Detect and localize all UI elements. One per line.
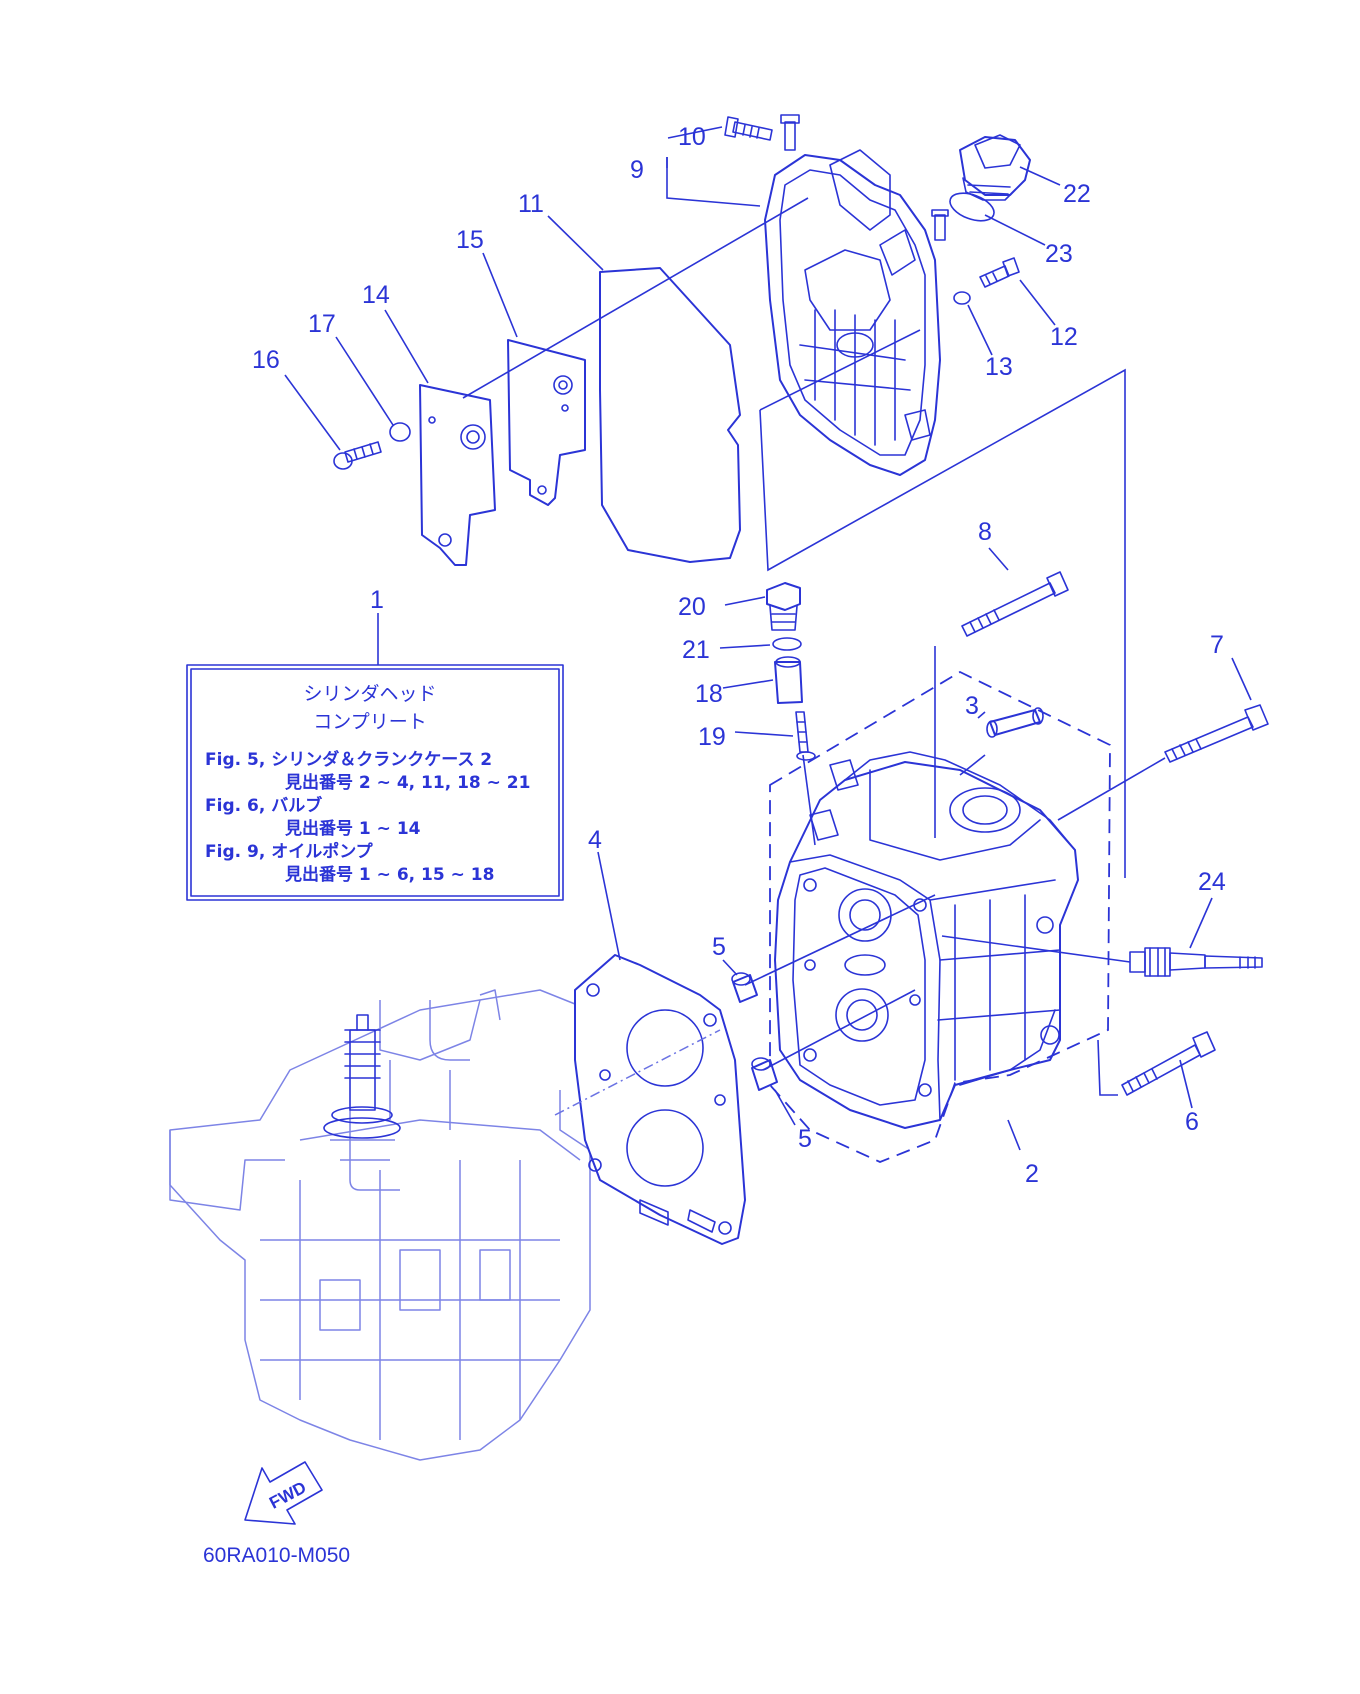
callout-6: 6	[1185, 1108, 1199, 1136]
fwd-label: FWD	[266, 1478, 309, 1513]
screw-16	[333, 441, 382, 470]
plate-14	[419, 384, 496, 566]
callout-3: 3	[965, 692, 979, 720]
dowel-5-upper	[731, 972, 758, 1003]
callout-17: 17	[308, 310, 336, 338]
gasket-11	[599, 267, 741, 563]
o-ring-21	[772, 637, 802, 651]
callout-5-lower: 5	[798, 1125, 812, 1153]
callout-23: 23	[1045, 240, 1073, 268]
oil-filler-cap	[959, 134, 1031, 201]
cylinder-head-cover	[764, 114, 949, 476]
fwd-arrow: FWD	[244, 1461, 323, 1525]
valve-19	[795, 711, 816, 761]
alignment-lines	[462, 197, 1166, 1116]
bolt-7	[1164, 704, 1269, 763]
washer-17	[389, 422, 411, 442]
callout-7: 7	[1210, 631, 1224, 659]
note-line-1: Fig. 5, シリンダ＆クランクケース 2	[205, 749, 492, 770]
callout-20: 20	[678, 593, 706, 621]
callout-4: 4	[588, 826, 602, 854]
callout-13: 13	[985, 353, 1013, 381]
plate-15	[507, 339, 586, 506]
cylinder-head	[774, 751, 1079, 1129]
dowel-pin-3	[986, 707, 1044, 738]
callout-12: 12	[1050, 323, 1078, 351]
cylinder-head-boundary	[769, 670, 1111, 1163]
head-gasket-4	[574, 954, 746, 1245]
callout-18: 18	[695, 680, 723, 708]
callout-8: 8	[978, 518, 992, 546]
spark-plug-24	[1129, 947, 1263, 977]
callout-24: 24	[1198, 868, 1226, 896]
washer-13	[953, 291, 971, 305]
bolt-12	[979, 257, 1020, 288]
callout-15: 15	[456, 226, 484, 254]
o-ring-23	[949, 192, 995, 222]
note-line-6: 見出番号 1 ~ 6, 15 ~ 18	[284, 864, 494, 885]
note-title-line1: シリンダヘッド	[303, 683, 436, 705]
callout-22: 22	[1063, 180, 1091, 208]
callout-5-upper: 5	[712, 933, 726, 961]
callout-1: 1	[370, 586, 384, 614]
note-box: シリンダヘッド コンプリート Fig. 5, シリンダ＆クランクケース 2 見出…	[186, 664, 564, 901]
callout-21: 21	[682, 636, 710, 664]
callout-numbers: 1 2 3 4 5 5 6 7 8 9 10 11 12 13 14 15 16…	[252, 123, 1226, 1188]
bolt-6	[1121, 1031, 1216, 1096]
callout-2: 2	[1025, 1160, 1039, 1188]
callout-leaders	[284, 126, 1252, 1151]
plug-20	[766, 582, 801, 631]
crankcase-ghost	[169, 989, 591, 1461]
bolt-8	[961, 571, 1069, 637]
drawing-code: 60RA010-M050	[203, 1544, 350, 1567]
callout-11: 11	[518, 190, 544, 218]
callout-10: 10	[678, 123, 706, 151]
note-line-3: Fig. 6, バルブ	[205, 795, 322, 816]
callout-9: 9	[630, 156, 644, 184]
callout-19: 19	[698, 723, 726, 751]
sleeve-18	[774, 656, 803, 704]
note-line-2: 見出番号 2 ~ 4, 11, 18 ~ 21	[284, 772, 530, 793]
dowel-5-lower	[751, 1057, 778, 1091]
note-title-line2: コンプリート	[313, 711, 426, 733]
callout-14: 14	[362, 281, 390, 309]
note-line-5: Fig. 9, オイルポンプ	[205, 841, 374, 862]
callout-16: 16	[252, 346, 280, 374]
note-line-4: 見出番号 1 ~ 14	[284, 818, 421, 839]
bolt-10	[724, 116, 773, 141]
